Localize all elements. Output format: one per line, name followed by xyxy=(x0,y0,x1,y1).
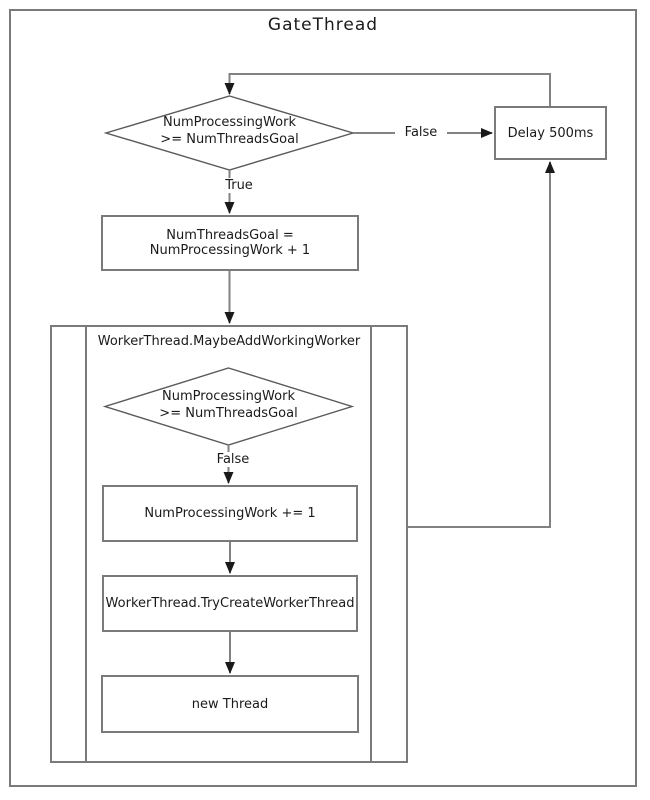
decision-inner-line1: NumProcessingWork xyxy=(162,389,295,404)
node-set-threads-goal: NumThreadsGoal = NumProcessingWork + 1 xyxy=(101,215,359,271)
diagram-title: GateThread xyxy=(267,15,379,35)
decision-outer-line1: NumProcessingWork xyxy=(163,115,296,130)
worker-subroutine-container: WorkerThread.MaybeAddWorkingWorker xyxy=(50,325,408,763)
edge-delay-to-decision xyxy=(224,73,551,106)
node-delay-label: Delay 500ms xyxy=(507,125,594,141)
decision-inner-text: NumProcessingWork >= NumThreadsGoal xyxy=(105,388,352,422)
node-set-threads-goal-label: NumThreadsGoal = NumProcessingWork + 1 xyxy=(149,228,311,258)
node-increment-label: NumProcessingWork += 1 xyxy=(144,506,316,521)
decision-outer-line2: >= NumThreadsGoal xyxy=(160,132,299,147)
node-new-thread-label: new Thread xyxy=(191,696,269,712)
node-delay-500ms: Delay 500ms xyxy=(494,106,607,160)
container-left-band-line xyxy=(85,327,87,761)
edge-label-false-outer: False xyxy=(395,125,447,140)
node-increment-processing-work: NumProcessingWork += 1 xyxy=(102,485,358,542)
decision-outer-text: NumProcessingWork >= NumThreadsGoal xyxy=(106,114,353,148)
container-right-band-line xyxy=(370,327,372,761)
edge-label-true: True xyxy=(213,178,265,193)
outer-frame xyxy=(9,9,637,787)
node-try-create-worker-thread: WorkerThread.TryCreateWorkerThread xyxy=(102,575,358,632)
worker-container-title: WorkerThread.MaybeAddWorkingWorker xyxy=(97,334,361,349)
decision-inner-line2: >= NumThreadsGoal xyxy=(159,406,298,421)
edge-label-false-inner: False xyxy=(207,452,259,467)
node-new-thread: new Thread xyxy=(101,675,359,733)
node-try-create-label: WorkerThread.TryCreateWorkerThread xyxy=(105,596,355,611)
edge-container-to-delay xyxy=(406,161,555,528)
